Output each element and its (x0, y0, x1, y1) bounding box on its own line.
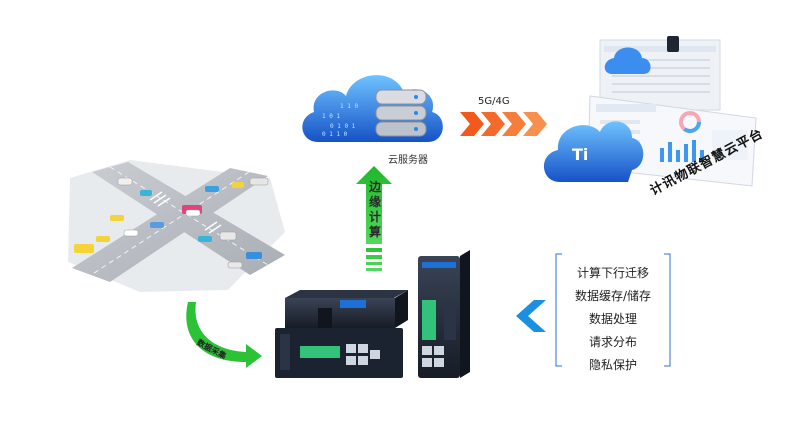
svg-text:1 1 0: 1 1 0 (340, 103, 358, 110)
cloud-platform-illustration: Ti (543, 36, 757, 187)
feature-list-bracket (555, 253, 671, 367)
edge-gateway-device (275, 250, 470, 378)
svg-text:1 0 1: 1 0 1 (322, 113, 340, 120)
network-arrow-icon (460, 112, 547, 136)
cloud-server-icon: 1 0 1 0 1 0 1 1 1 0 0 1 1 0 (302, 75, 443, 142)
logo-text: Ti (572, 145, 588, 164)
edge-compute-label: 边缘计算 (368, 180, 381, 239)
data-collection-arrow-icon (186, 302, 262, 368)
edge-compute-arrow-icon (356, 166, 392, 271)
feature-list: 计算下行迁移 数据缓存/储存 数据处理 请求分布 隐私保护 (560, 262, 666, 377)
feature-item: 隐私保护 (588, 358, 637, 372)
feature-item: 数据处理 (588, 312, 637, 326)
traffic-intersection-illustration (68, 160, 285, 292)
feature-item: 计算下行迁移 (576, 266, 649, 280)
cloud-server-label: 云服务器 (388, 155, 428, 166)
feature-item: 数据缓存/储存 (574, 289, 652, 303)
svg-text:0 1 1 0: 0 1 1 0 (322, 131, 348, 138)
svg-text:0 1 0 1: 0 1 0 1 (330, 123, 356, 130)
network-label: 5G/4G (478, 96, 510, 107)
chevron-left-icon (516, 300, 546, 332)
feature-item: 请求分布 (588, 335, 637, 349)
